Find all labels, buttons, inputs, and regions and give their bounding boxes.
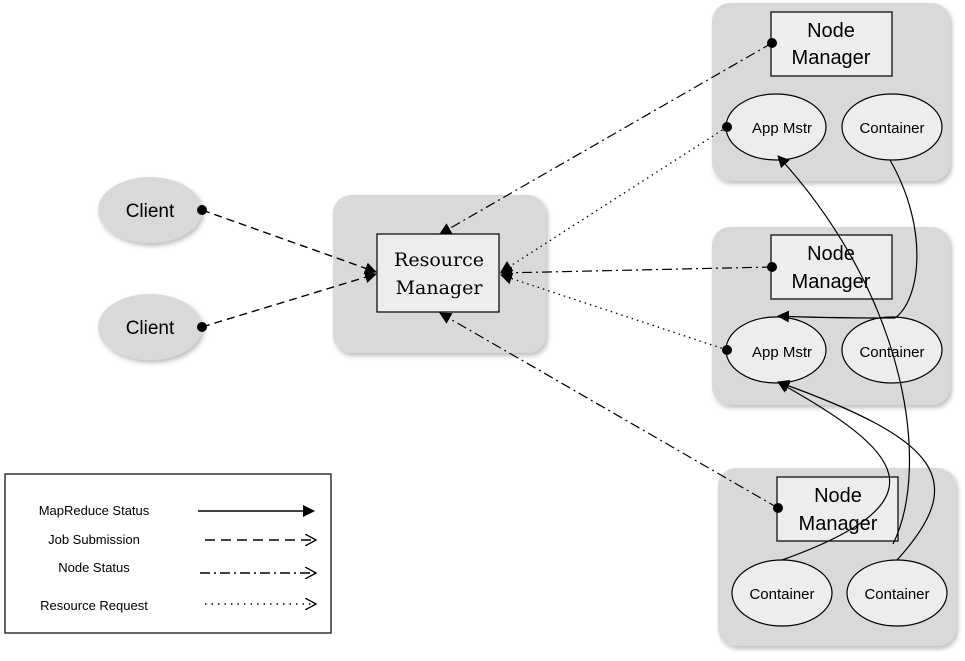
legend-label-resource-request: Resource Request: [40, 598, 148, 613]
node-manager-1: Node Manager: [770, 11, 893, 77]
resource-manager: Resource Manager: [376, 233, 500, 313]
node-manager-3-line1: Node: [814, 485, 862, 507]
container-3a-label: Container: [749, 586, 814, 603]
node-manager-2-line1: Node: [807, 243, 855, 265]
app-master-2: App Mstr: [725, 316, 827, 384]
container-1: Container: [841, 93, 943, 161]
app-master-1-label: App Mstr: [752, 120, 812, 137]
app-master-1: App Mstr: [725, 93, 827, 161]
resource-request-arrow-1: [500, 122, 732, 273]
container-3a: Container: [731, 559, 833, 627]
resource-manager-line2: Manager: [396, 277, 484, 299]
node-manager-1-line2: Manager: [792, 47, 871, 69]
node-status-arrow-3: [439, 312, 783, 513]
client-2: Client: [98, 294, 202, 360]
node-manager-3: Node Manager: [776, 476, 899, 542]
container-3b: Container: [846, 559, 948, 627]
resource-request-arrow-2: [500, 272, 732, 355]
job-submission-arrow-1: [197, 205, 377, 274]
node-status-arrow-1: [439, 38, 777, 235]
mapreduce-status-curve-5: [777, 380, 936, 561]
legend: MapReduce Status Job Submission Node Sta…: [4, 473, 332, 634]
client-1: Client: [98, 177, 202, 243]
container-3b-label: Container: [864, 586, 929, 603]
mapreduce-status-curve-4: [777, 381, 891, 561]
legend-label-mapreduce-status: MapReduce Status: [39, 503, 150, 518]
container-1-label: Container: [859, 120, 924, 137]
job-submission-arrow-2: [197, 271, 377, 332]
legend-label-node-status: Node Status: [58, 560, 130, 575]
client-1-label: Client: [126, 201, 175, 222]
client-2-label: Client: [126, 318, 175, 339]
node-manager-3-line2: Manager: [799, 513, 878, 535]
node-manager-2: Node Manager: [770, 234, 893, 300]
node-manager-1-line1: Node: [807, 20, 855, 42]
mapreduce-status-curve-1: [889, 159, 918, 319]
legend-label-job-submission: Job Submission: [48, 532, 140, 547]
node-manager-2-line2: Manager: [792, 271, 871, 293]
app-master-2-label: App Mstr: [752, 344, 812, 361]
resource-manager-line1: Resource: [394, 249, 484, 271]
mapreduce-status-curve-2: [777, 310, 896, 323]
mapreduce-status-curve-3: [777, 155, 911, 545]
